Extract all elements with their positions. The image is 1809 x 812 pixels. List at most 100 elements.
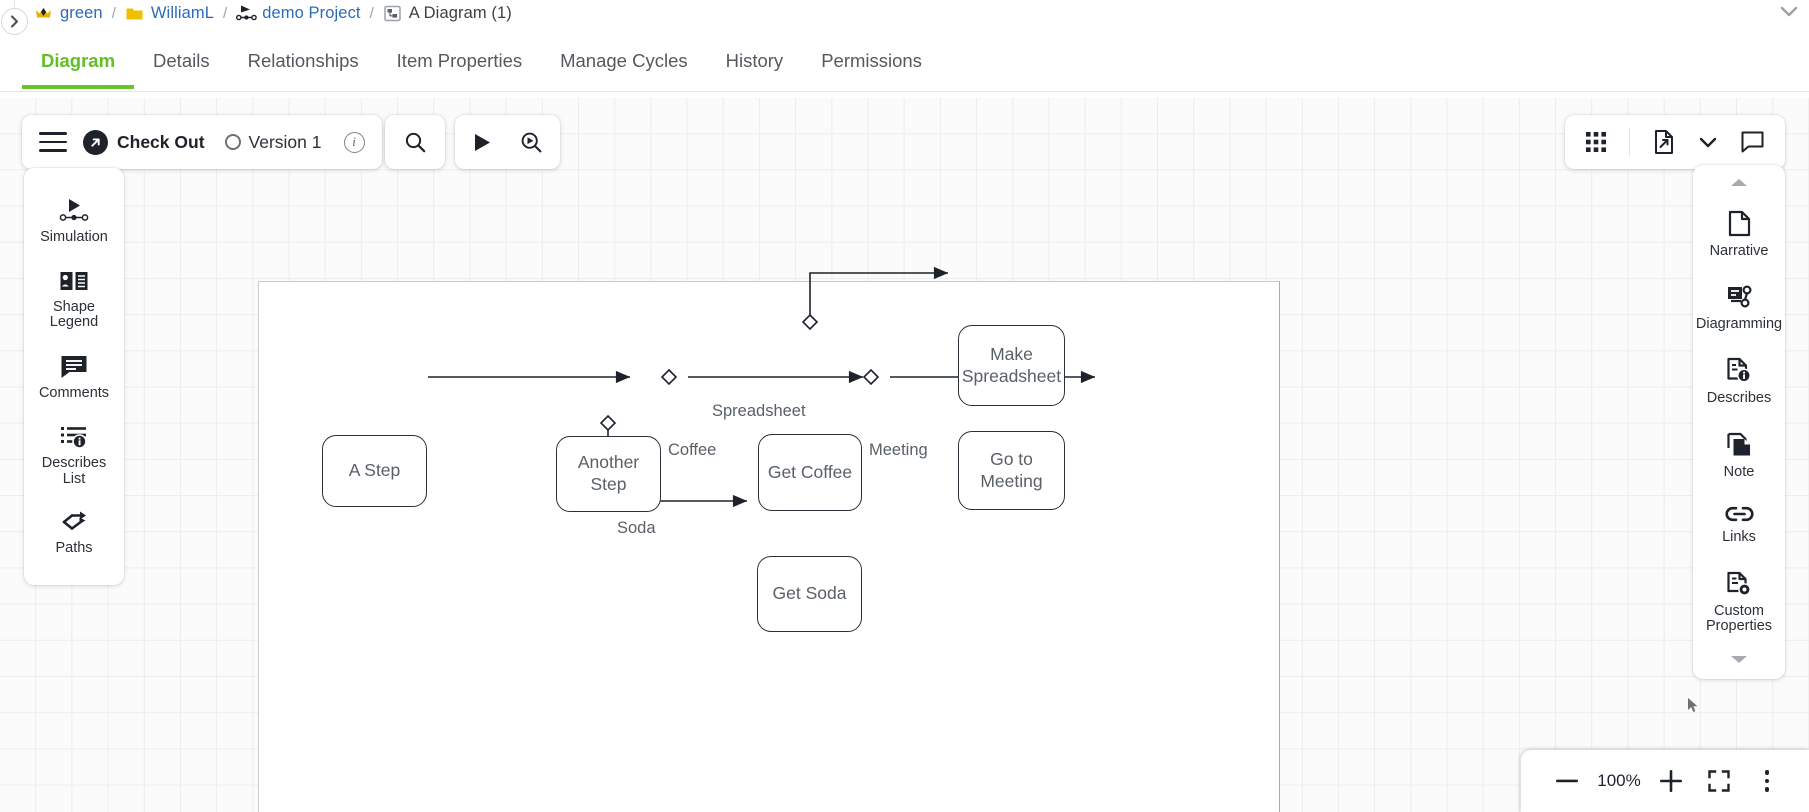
- edge-label-meeting: Meeting: [869, 441, 928, 459]
- chevron-down-icon[interactable]: [1698, 135, 1718, 149]
- diagram-page-sheet: [258, 281, 1280, 812]
- tab-details[interactable]: Details: [153, 50, 210, 71]
- breadcrumb-item-williaml[interactable]: WilliamL: [125, 4, 214, 23]
- diagram-node-a-step[interactable]: A Step: [322, 435, 427, 507]
- diamond-connector-soda: [599, 414, 617, 432]
- panel-item-simulation[interactable]: Simulation: [24, 186, 124, 258]
- diagram-node-make-spreadsheet[interactable]: Make Spreadsheet: [958, 325, 1065, 406]
- triangle-down-icon: [1731, 655, 1747, 663]
- custom-properties-icon: [1727, 571, 1751, 596]
- simulation-icon: [59, 199, 89, 221]
- panel-item-label: Note: [1723, 463, 1755, 480]
- narrative-document-icon: [1728, 210, 1750, 237]
- panel-item-label: Paths: [55, 540, 93, 556]
- plus-icon: [1660, 770, 1682, 792]
- comments-icon: [61, 355, 87, 378]
- panel-item-label: Describes List: [41, 455, 107, 487]
- canvas-top-edge: [0, 93, 1809, 98]
- comment-bubble-icon[interactable]: [1740, 130, 1765, 154]
- edge-label-spreadsheet: Spreadsheet: [712, 402, 806, 420]
- diagramming-icon: [1727, 284, 1752, 308]
- info-icon[interactable]: i: [343, 131, 365, 153]
- panel-item-label: Describes: [1706, 390, 1772, 406]
- panel-item-describes-list[interactable]: Describes List: [24, 413, 124, 499]
- hamburger-menu-icon[interactable]: [39, 132, 67, 152]
- shape-legend-icon: [60, 271, 88, 290]
- tab-bar: Diagram Details Relationships Item Prope…: [0, 34, 1809, 92]
- breadcrumb-separator: /: [111, 4, 116, 22]
- document-export-icon[interactable]: [1652, 129, 1676, 155]
- panel-scroll-down-button[interactable]: [1728, 648, 1750, 675]
- edge-get-coffee-to-make-spreadsheet: [809, 266, 949, 321]
- diagram-canvas[interactable]: A Step Another Step Get Coffee Make Spre…: [0, 93, 1809, 812]
- right-tool-panel: Narrative Diagramming: [1693, 165, 1785, 679]
- breadcrumb-separator: /: [369, 4, 374, 22]
- note-icon: [1726, 432, 1750, 455]
- panel-item-label: Shape Legend: [49, 298, 99, 330]
- version-selector[interactable]: Version 1: [224, 131, 322, 153]
- panel-item-paths[interactable]: Paths: [24, 499, 124, 569]
- view-toolbar: [1565, 115, 1785, 169]
- panel-item-label: Narrative: [1709, 243, 1769, 259]
- folder-icon: [125, 4, 144, 23]
- diamond-connector-spreadsheet: [801, 313, 819, 331]
- panel-item-note[interactable]: Note: [1693, 420, 1785, 494]
- version-label: Version 1: [248, 131, 322, 152]
- search-icon: [405, 132, 425, 152]
- panel-item-describes[interactable]: Describes: [1693, 345, 1785, 420]
- diagram-node-get-soda[interactable]: Get Soda: [757, 556, 862, 632]
- panel-scroll-up-button[interactable]: [1728, 171, 1750, 198]
- tab-permissions[interactable]: Permissions: [821, 50, 922, 71]
- grid-apps-icon[interactable]: [1585, 131, 1607, 153]
- describes-icon: [1727, 357, 1751, 383]
- breadcrumb-label: WilliamL: [150, 3, 215, 22]
- paths-icon: [62, 511, 86, 530]
- diagram-node-another-step[interactable]: Another Step: [556, 436, 661, 512]
- toolbar-divider: [1629, 128, 1630, 156]
- breadcrumb-item-green[interactable]: green: [34, 4, 103, 23]
- play-search-icon[interactable]: [519, 130, 544, 155]
- breadcrumb-separator: /: [223, 4, 228, 22]
- breadcrumb-label: A Diagram (1): [408, 3, 512, 22]
- sidebar-collapse-button[interactable]: [1, 8, 28, 35]
- zoom-level-label[interactable]: 100%: [1597, 771, 1641, 790]
- more-options-button[interactable]: [1743, 757, 1791, 805]
- more-vertical-icon: [1764, 770, 1770, 792]
- zoom-in-button[interactable]: [1647, 757, 1695, 805]
- breadcrumb-item-a-diagram: A Diagram (1): [383, 4, 512, 23]
- play-icon[interactable]: [471, 131, 493, 154]
- top-right-collapse-button[interactable]: [1779, 4, 1799, 23]
- project-icon: [236, 4, 257, 23]
- breadcrumb-item-demo-project[interactable]: demo Project: [236, 4, 361, 23]
- chevron-right-icon: [10, 15, 19, 28]
- check-out-button[interactable]: Check Out: [83, 129, 205, 155]
- panel-item-diagramming[interactable]: Diagramming: [1693, 273, 1785, 346]
- search-button[interactable]: [385, 115, 445, 169]
- diagram-icon: [383, 4, 402, 23]
- arrow-out-circle-icon: [83, 129, 108, 155]
- fit-to-screen-button[interactable]: [1695, 757, 1743, 805]
- tab-history[interactable]: History: [725, 50, 784, 71]
- simulation-toolbar: [455, 115, 560, 169]
- panel-item-custom-properties[interactable]: Custom Properties: [1693, 559, 1785, 648]
- describes-list-icon: [61, 427, 87, 449]
- tab-item-properties[interactable]: Item Properties: [396, 50, 523, 71]
- fullscreen-icon: [1708, 770, 1730, 792]
- panel-item-links[interactable]: Links: [1693, 493, 1785, 559]
- tab-diagram[interactable]: Diagram: [22, 34, 135, 89]
- tab-manage-cycles[interactable]: Manage Cycles: [560, 50, 688, 71]
- diagram-node-go-to-meeting[interactable]: Go to Meeting: [958, 431, 1065, 510]
- check-out-label: Check Out: [117, 131, 205, 152]
- panel-item-comments[interactable]: Comments: [24, 343, 124, 414]
- panel-item-label: Comments: [38, 384, 110, 401]
- diamond-connector-meeting: [862, 368, 880, 386]
- panel-item-shape-legend[interactable]: Shape Legend: [24, 258, 124, 343]
- main-toolbar: Check Out Version 1 i: [22, 115, 382, 169]
- tab-relationships[interactable]: Relationships: [247, 50, 359, 71]
- panel-item-narrative[interactable]: Narrative: [1693, 198, 1785, 273]
- diagram-node-get-coffee[interactable]: Get Coffee: [758, 434, 862, 511]
- zoom-out-button[interactable]: [1543, 757, 1591, 805]
- diamond-connector-coffee: [660, 368, 678, 386]
- triangle-up-icon: [1731, 179, 1747, 186]
